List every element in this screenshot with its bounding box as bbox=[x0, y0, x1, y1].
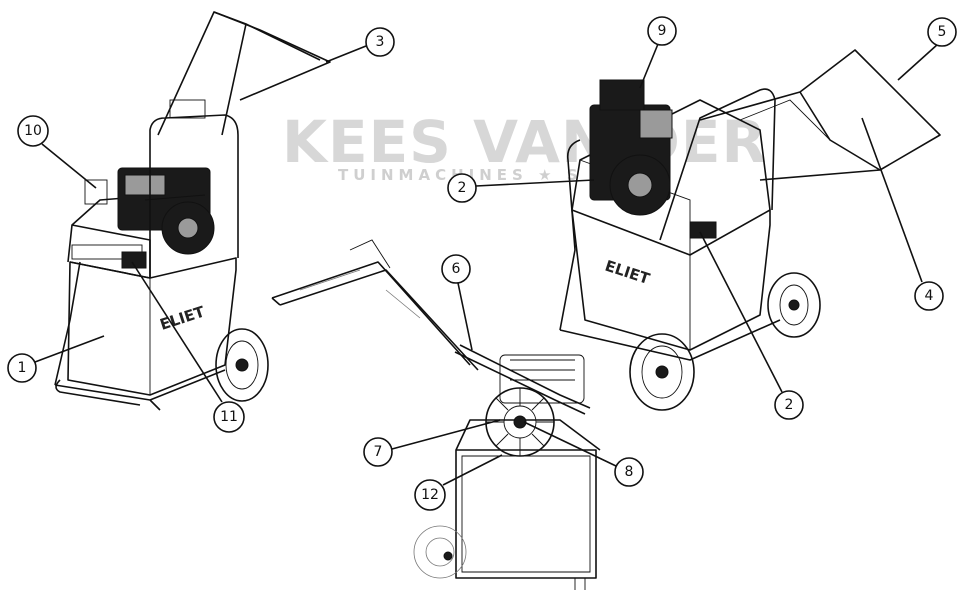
watermark: KEES VAN DER TUINMACHINES ★ S bbox=[282, 108, 766, 184]
callout-4: 4 bbox=[925, 288, 934, 304]
callout-8-circle bbox=[614, 457, 644, 487]
callout-11: 11 bbox=[220, 409, 238, 425]
callout-11-circle bbox=[213, 401, 245, 433]
leader-11 bbox=[131, 261, 223, 403]
callouts: 1 2 2 3 4 5 6 7 8 9 bbox=[7, 16, 957, 511]
machine-view-middle bbox=[271, 239, 601, 590]
callout-10-circle bbox=[17, 115, 49, 147]
leader-4 bbox=[861, 117, 923, 283]
brand-plate-left: ELIET bbox=[158, 302, 208, 334]
callout-2b: 2 bbox=[785, 397, 794, 413]
leader-3 bbox=[325, 45, 367, 63]
callout-3: 3 bbox=[376, 34, 385, 50]
callout-2a-circle bbox=[447, 173, 477, 203]
callout-8: 8 bbox=[625, 464, 634, 480]
leader-7 bbox=[391, 419, 501, 450]
machine-view-left: ELIET bbox=[54, 11, 331, 411]
machine-view-right: ELIET bbox=[559, 49, 941, 411]
callout-5-circle bbox=[927, 17, 957, 47]
callout-9: 9 bbox=[658, 23, 667, 39]
callout-12-circle bbox=[414, 479, 446, 511]
brand-plate-right: ELIET bbox=[603, 257, 653, 289]
leader-2a bbox=[475, 179, 595, 187]
leader-5 bbox=[897, 43, 939, 81]
callout-6: 6 bbox=[452, 261, 461, 277]
callout-7: 7 bbox=[374, 444, 383, 460]
leader-6 bbox=[457, 282, 473, 351]
callout-5: 5 bbox=[938, 24, 947, 40]
callout-1: 1 bbox=[18, 360, 27, 376]
leader-8 bbox=[523, 421, 617, 467]
leader-1 bbox=[34, 335, 105, 363]
callout-2a: 2 bbox=[458, 180, 467, 196]
leader-10 bbox=[41, 143, 97, 189]
callout-4-circle bbox=[914, 281, 944, 311]
leader-12 bbox=[442, 454, 503, 486]
callout-3-circle bbox=[365, 27, 395, 57]
leader-9 bbox=[639, 43, 659, 89]
callout-7-circle bbox=[363, 437, 393, 467]
callout-12: 12 bbox=[421, 487, 439, 503]
callout-2b-circle bbox=[774, 390, 804, 420]
callout-10: 10 bbox=[24, 123, 42, 139]
callout-1-circle bbox=[7, 353, 37, 383]
leader-2b bbox=[699, 231, 783, 393]
callout-6-circle bbox=[441, 254, 471, 284]
callout-9-circle bbox=[647, 16, 677, 46]
